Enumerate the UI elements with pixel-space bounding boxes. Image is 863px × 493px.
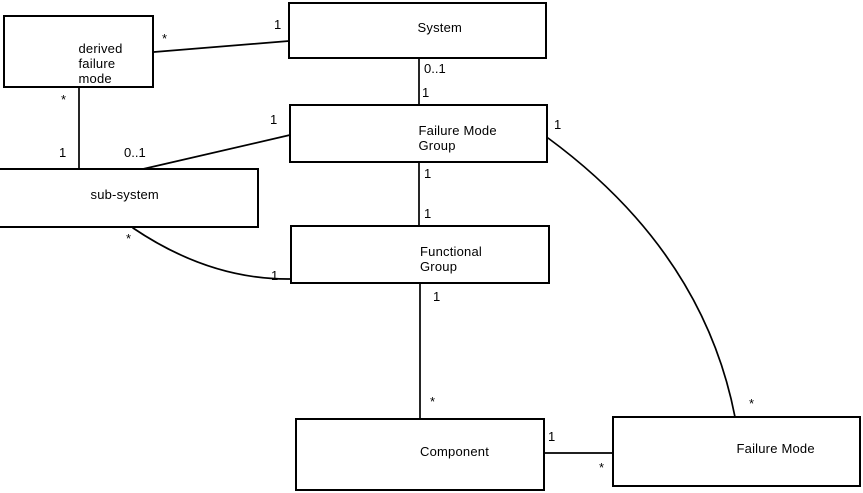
multiplicity-derived-star-near-derived: *	[162, 31, 168, 46]
node-label-line: derived	[78, 40, 123, 56]
multiplicity-subsystem-functional-star: *	[126, 231, 132, 246]
multiplicity-subsystem-functional-one: 1	[271, 268, 279, 283]
multiplicity-derived-subsystem-one: 1	[59, 145, 67, 160]
multiplicity-derived-one-near-system: 1	[274, 17, 282, 32]
multiplicity-system-fmg-zero-or-one: 0..1	[424, 61, 446, 76]
node-label-component: Component	[420, 444, 489, 459]
edge-system-to-derived-failure-mode	[153, 40, 290, 53]
node-sub-system: sub-system	[0, 168, 259, 228]
node-label-line: Group	[420, 258, 458, 274]
multiplicity-subsystem-fmg-one: 1	[270, 112, 278, 127]
node-label-failure-mode: Failure Mode	[737, 441, 815, 456]
edge-failure-mode-group-to-failure-mode	[547, 137, 736, 418]
multiplicity-functional-component-star: *	[430, 394, 436, 409]
multiplicity-fmg-functional-one-top: 1	[424, 166, 432, 181]
node-label-system: System	[418, 20, 463, 35]
edge-sub-system-to-functional-group	[132, 227, 292, 280]
node-component: Component	[295, 418, 545, 491]
node-label-sub-system: sub-system	[91, 187, 159, 202]
node-label-line: Functional	[420, 243, 482, 259]
multiplicity-system-fmg-one: 1	[422, 85, 430, 100]
node-failure-mode: Failure Mode	[612, 416, 861, 487]
multiplicity-fmg-failuremode-one: 1	[554, 117, 562, 132]
node-label-line: failure	[78, 55, 116, 71]
node-label-line: Component	[420, 443, 490, 459]
node-label-line: mode	[78, 70, 112, 86]
multiplicity-fmg-functional-one-bottom: 1	[424, 206, 432, 221]
multiplicity-fmg-failuremode-star: *	[749, 396, 755, 411]
node-system: System	[288, 2, 547, 59]
node-label-line: Group	[418, 137, 456, 153]
node-label-line: Failure Mode	[736, 440, 815, 456]
edge-sub-system-to-failure-mode-group	[142, 134, 291, 170]
multiplicity-component-failuremode-star: *	[599, 460, 605, 475]
node-label-line: Failure Mode	[418, 122, 497, 138]
multiplicity-component-failuremode-one: 1	[548, 429, 556, 444]
node-label-line: sub-system	[90, 187, 159, 202]
multiplicity-derived-subsystem-star: *	[61, 92, 67, 107]
multiplicity-subsystem-fmg-zero-or-one: 0..1	[124, 145, 146, 160]
node-label-line: System	[417, 19, 463, 35]
multiplicity-functional-component-one: 1	[433, 289, 441, 304]
